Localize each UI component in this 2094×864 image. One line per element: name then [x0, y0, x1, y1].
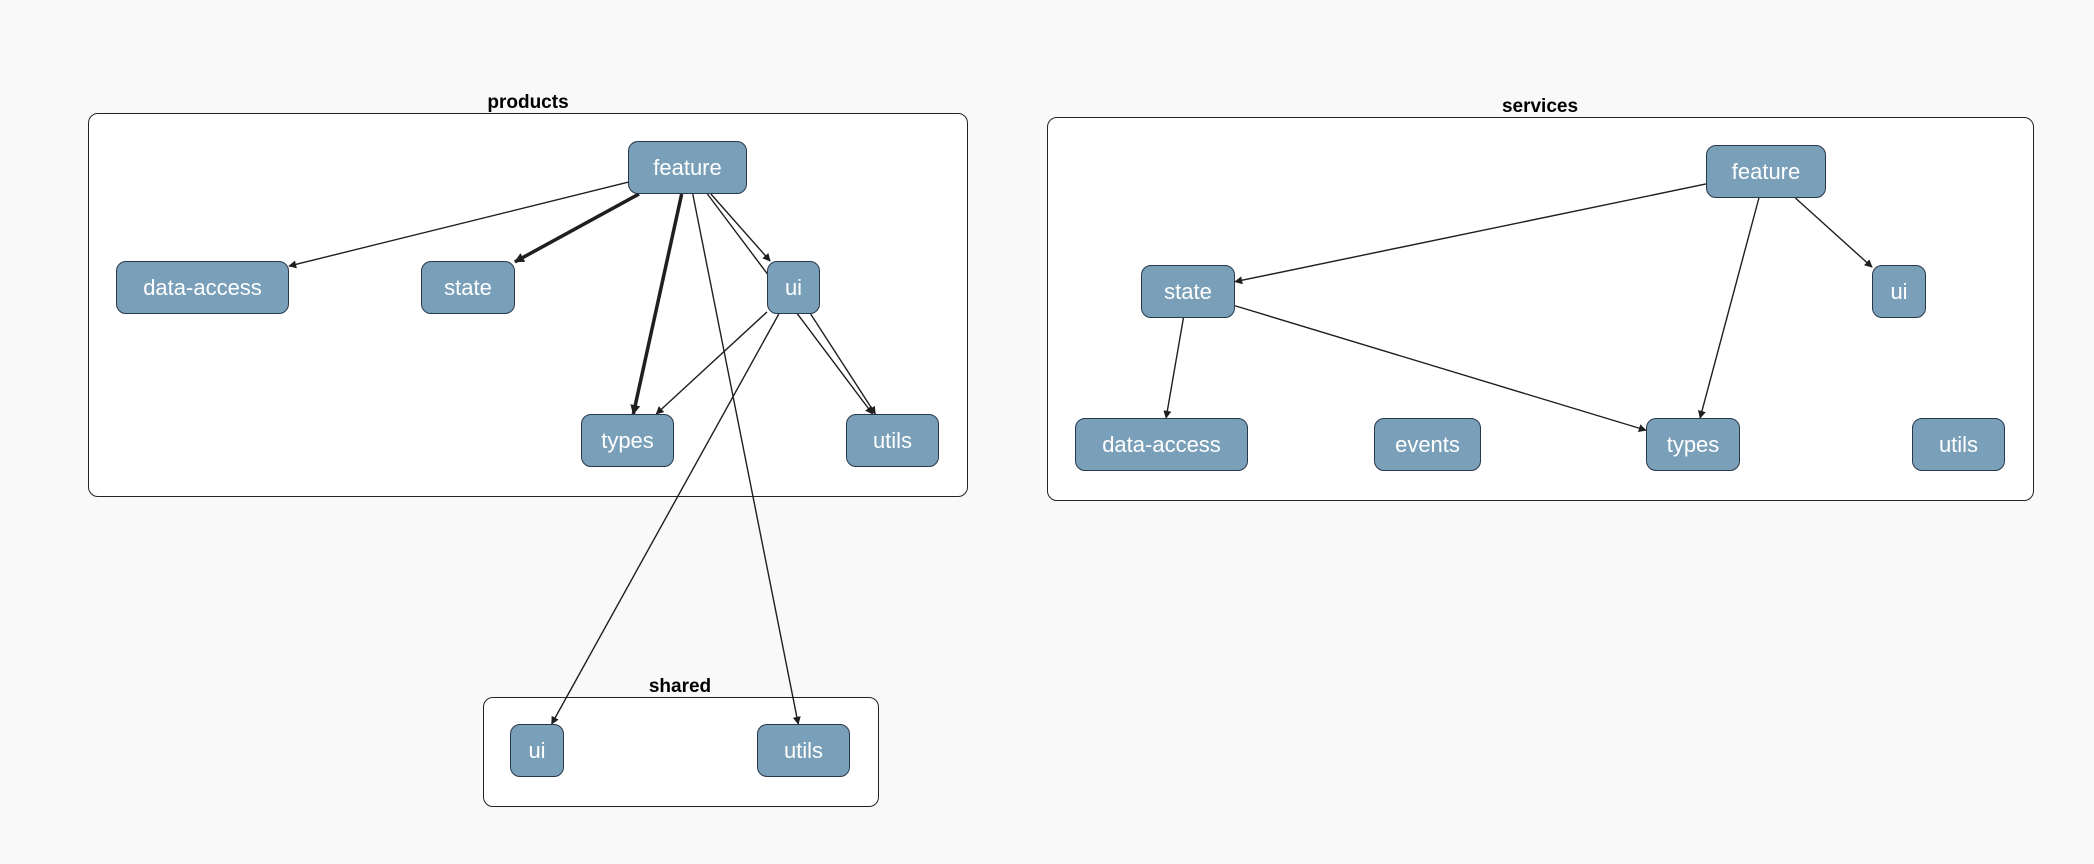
node-products-ui[interactable]: ui: [767, 261, 820, 314]
node-services-data-access[interactable]: data-access: [1075, 418, 1248, 471]
group-shared-label: shared: [648, 676, 712, 697]
node-services-types[interactable]: types: [1646, 418, 1740, 471]
node-shared-utils[interactable]: utils: [757, 724, 850, 777]
node-products-types[interactable]: types: [581, 414, 674, 467]
node-products-utils[interactable]: utils: [846, 414, 939, 467]
node-services-state[interactable]: state: [1141, 265, 1235, 318]
node-products-state[interactable]: state: [421, 261, 515, 314]
node-products-data-access[interactable]: data-access: [116, 261, 289, 314]
node-shared-ui[interactable]: ui: [510, 724, 564, 777]
group-services-label: services: [1501, 96, 1579, 117]
node-services-ui[interactable]: ui: [1872, 265, 1926, 318]
node-services-events[interactable]: events: [1374, 418, 1481, 471]
node-services-feature[interactable]: feature: [1706, 145, 1826, 198]
node-products-feature[interactable]: feature: [628, 141, 747, 194]
node-services-utils[interactable]: utils: [1912, 418, 2005, 471]
group-products-label: products: [487, 92, 569, 113]
